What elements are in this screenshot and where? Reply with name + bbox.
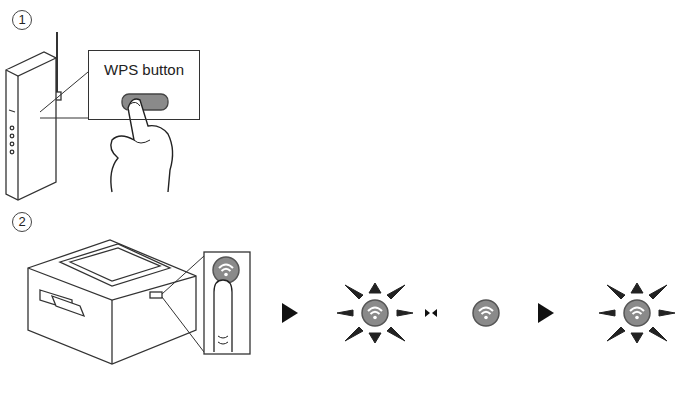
- callout-number: 2: [12, 212, 32, 232]
- arrow-triangle: [538, 303, 554, 323]
- inset-box: WPS button: [88, 50, 200, 120]
- light-rays: [599, 283, 675, 343]
- wifi-off: [473, 300, 499, 326]
- finger: [214, 280, 232, 352]
- light-rays: [337, 283, 413, 343]
- wifi-button: [213, 257, 239, 283]
- printer: [28, 240, 196, 364]
- hand: [111, 99, 173, 192]
- leader-line: [162, 256, 204, 352]
- finger-detail: [130, 102, 150, 143]
- alternate-arrow: [432, 309, 437, 317]
- button-inset: [204, 252, 250, 354]
- arrow-triangle: [282, 303, 298, 323]
- wifi-blinking: [362, 300, 388, 326]
- alternate-arrow: [425, 309, 430, 317]
- router: [6, 32, 61, 200]
- leader-line: [40, 72, 88, 118]
- button-label: WPS button: [89, 51, 199, 78]
- finger-detail: [218, 336, 228, 344]
- callout-number: 1: [12, 10, 32, 30]
- wifi-on: [624, 300, 650, 326]
